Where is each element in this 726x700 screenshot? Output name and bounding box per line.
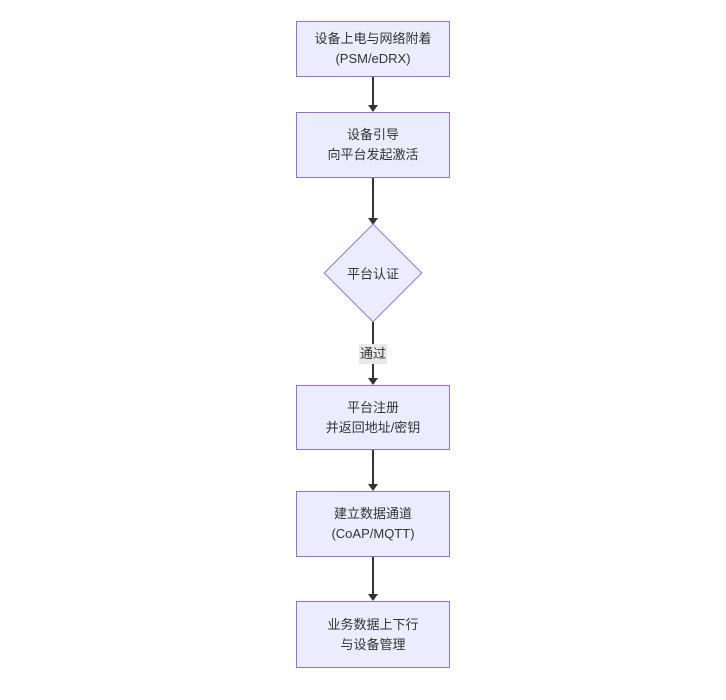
node-label-line: 平台注册 xyxy=(346,399,399,415)
node-label-line: 设备上电与网络附着 xyxy=(314,31,432,46)
node-label-line: 并返回地址/密钥 xyxy=(325,419,421,435)
edge-line xyxy=(372,450,374,484)
node-label-line: (PSM/eDRX) xyxy=(335,51,411,66)
node-bootstrap-activate: 设备引导 向平台发起激活 xyxy=(296,112,450,178)
arrowhead-down-icon xyxy=(368,484,379,491)
edge-line xyxy=(372,557,374,594)
edge-line xyxy=(372,77,374,105)
node-label-line: (CoAP/MQTT) xyxy=(331,526,415,541)
arrowhead-down-icon xyxy=(368,218,379,225)
node-power-attach: 设备上电与网络附着 (PSM/eDRX) xyxy=(296,21,450,77)
arrowhead-down-icon xyxy=(368,105,379,112)
arrowhead-down-icon xyxy=(368,594,379,601)
edge-label-pass: 通过 xyxy=(358,344,388,364)
node-label-line: 建立数据通道 xyxy=(333,506,412,521)
node-business-data: 业务数据上下行 与设备管理 xyxy=(296,601,450,668)
node-label-line: 与设备管理 xyxy=(340,636,406,652)
decision-platform-auth: 平台认证 xyxy=(323,223,423,323)
node-label-line: 设备引导 xyxy=(346,127,399,142)
node-platform-register: 平台注册 并返回地址/密钥 xyxy=(296,385,450,450)
node-data-channel: 建立数据通道 (CoAP/MQTT) xyxy=(296,491,450,557)
node-label-line: 向平台发起激活 xyxy=(327,147,419,162)
arrowhead-down-icon xyxy=(368,378,379,385)
node-label-line: 平台认证 xyxy=(346,266,400,282)
node-label-line: 业务数据上下行 xyxy=(327,616,419,632)
edge-line xyxy=(372,178,374,218)
